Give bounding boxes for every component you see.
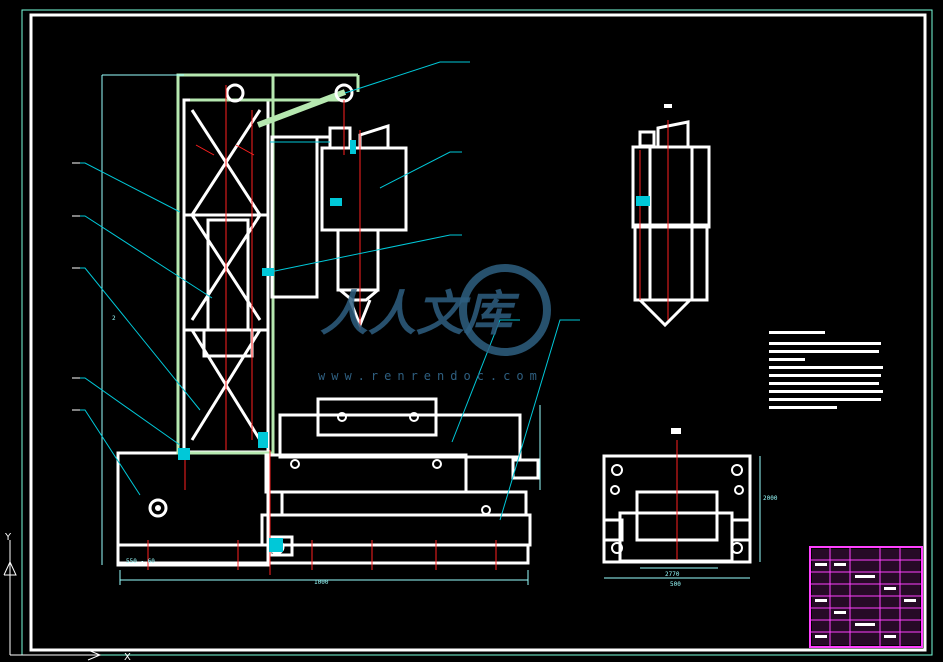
title-block <box>809 546 923 648</box>
outer-sheet-border <box>21 9 933 656</box>
main-assembly-view: 1000 2 550 - 60 <box>72 61 580 586</box>
technical-notes-block <box>769 331 883 409</box>
inner-drawing-frame <box>29 13 927 652</box>
watermark-brand: 人人文库 <box>320 286 520 342</box>
dim-overall-width: 1000 <box>314 579 329 586</box>
side-view-label: 2000 <box>763 495 778 502</box>
column-piston <box>206 218 250 332</box>
dim-base-left: 550 - 60 <box>126 558 155 565</box>
ucs-y-label: Y <box>4 532 12 543</box>
top-pivot-left <box>225 83 245 103</box>
base-bolt-hole <box>148 498 168 518</box>
dim-side-base: 500 <box>670 581 681 588</box>
base-plate <box>116 451 270 567</box>
watermark: 人人文库 www.renrendoc.com <box>318 264 551 383</box>
watermark-logo-icon <box>459 264 551 356</box>
nozzle-detail-view <box>631 120 711 328</box>
ucs-x-label: X <box>124 652 131 662</box>
watermark-url: www.renrendoc.com <box>318 369 543 383</box>
arm-bracket <box>270 135 319 299</box>
dim-left-side: 2 <box>112 315 116 322</box>
ucs-axis-icon <box>3 540 102 661</box>
slide-table <box>260 397 540 557</box>
dim-side-width: 2770 <box>665 571 680 578</box>
